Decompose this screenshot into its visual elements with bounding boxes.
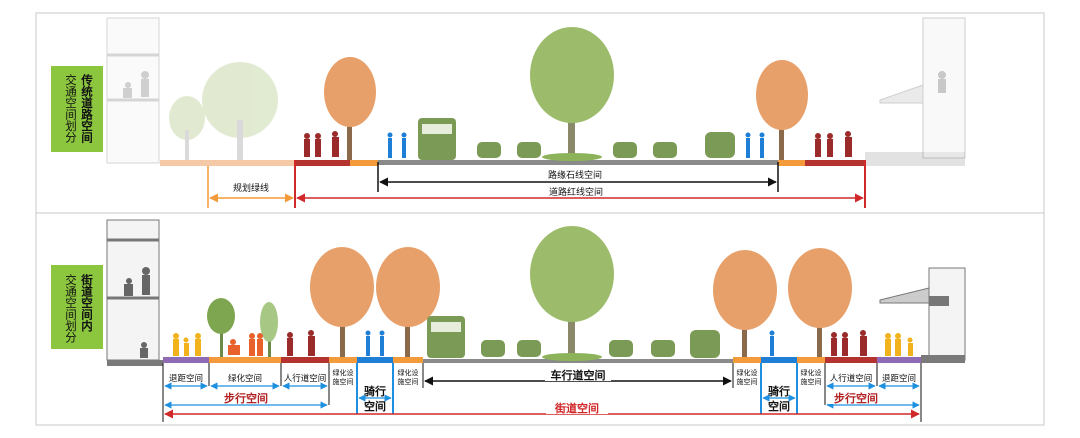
vehicles-bottom: [427, 316, 720, 358]
pedestrians-right-bottom: [831, 330, 867, 356]
tree-center-bottom: [530, 226, 614, 361]
green-strip-top: [160, 160, 295, 166]
bottom-title-box: [51, 265, 103, 349]
facility-right2-label-b: 施空间: [801, 377, 822, 386]
sidewalk-left-top: [295, 160, 350, 166]
facility-right-top: [778, 160, 805, 166]
right-building-bottom: [879, 267, 966, 361]
bottom-title-sub: 交通空间划分: [64, 273, 78, 344]
facility-left2-bottom: [393, 357, 423, 363]
sidewalk-right-top: [805, 160, 865, 166]
small-trees-left-bottom: [207, 298, 278, 357]
red-line-label: 道路红线空间: [549, 186, 603, 198]
walking-right-label: 步行空间: [834, 391, 878, 405]
left-building-bottom: [106, 219, 160, 361]
tree-right-top: [756, 60, 808, 160]
cyclists-right-top: [745, 132, 765, 158]
facility-right2-bottom: [797, 357, 825, 363]
cycling-right-label-a: 骑行: [768, 384, 790, 398]
left-building-top: [106, 17, 160, 164]
cycling-right-label-b: 空间: [768, 399, 790, 413]
road-bottom: [423, 359, 733, 363]
facility-right-label-b: 施空间: [737, 377, 758, 386]
pedestrians-left-bottom: [287, 330, 315, 356]
sidewalk-left-label: 人行道空间: [284, 373, 327, 384]
sidewalk-right-label: 人行道空间: [830, 373, 873, 384]
street-label: 街道空间: [554, 401, 599, 415]
tree-pair-right-bottom: [713, 248, 852, 357]
cyclists-left-top: [387, 132, 407, 158]
cycling-left-strip: [357, 357, 393, 363]
left-ground-bottom: [107, 360, 163, 366]
greening-left-label: 绿化空间: [228, 373, 262, 384]
tree-center-top: [530, 27, 614, 161]
right-ground-bottom: [921, 355, 965, 363]
top-title-bold: 传统道路空间: [80, 73, 94, 144]
cycling-right-strip: [761, 357, 797, 363]
panel-bottom: 街道空间内 交通空间划分: [51, 219, 966, 422]
panel-bottom-frame: [35, 212, 1045, 426]
facility-left-bottom: [329, 357, 357, 363]
people-greening-left: [228, 333, 263, 356]
cycling-left-label-b: 空间: [364, 399, 386, 413]
bottom-title-bold: 街道空间内: [80, 273, 94, 332]
walking-left-label: 步行空间: [224, 391, 268, 405]
right-ground-top: [865, 152, 965, 166]
facility-right2-label-a: 绿化设: [801, 368, 822, 377]
setback-left-label: 退距空间: [169, 373, 203, 384]
setback-left: [163, 357, 209, 363]
segment-ticks: [162, 363, 922, 422]
pedestrians-left-top: [304, 131, 339, 157]
tree-left-top: [324, 57, 376, 160]
facility-left2-label-b: 施空间: [398, 377, 419, 386]
top-title-box: [51, 66, 103, 152]
people-setback-left: [173, 333, 201, 356]
segment-arrows: [164, 382, 920, 402]
panel-top: 传统道路空间 交通空间划分: [51, 17, 966, 208]
top-title-sub: 交通空间划分: [64, 73, 78, 144]
cycling-left-label-a: 骑行: [364, 384, 386, 398]
sidewalk-left-bottom: [281, 357, 329, 363]
roadway-label: 车行道空间: [551, 368, 606, 382]
greening-left: [209, 357, 281, 363]
right-building-top: [879, 17, 966, 159]
facility-left-label-b: 施空间: [333, 377, 354, 386]
setback-right: [877, 357, 921, 363]
facility-left-top: [350, 160, 378, 166]
road-top: [378, 160, 778, 165]
facility-right-label-a: 绿化设: [737, 368, 758, 377]
tree-pair-left-bottom: [310, 247, 440, 357]
facility-left-label-a: 绿化设: [333, 368, 354, 377]
setback-right-label: 退距空间: [882, 373, 916, 384]
people-setback-right: [885, 333, 913, 356]
faded-trees-top: [169, 62, 278, 160]
facility-right-bottom: [733, 357, 761, 363]
cyclists-bottom: [365, 330, 775, 356]
pedestrians-right-top: [815, 131, 852, 157]
vehicles-top: [418, 118, 735, 160]
sidewalk-right-bottom: [825, 357, 877, 363]
facility-left2-label-a: 绿化设: [398, 368, 419, 377]
green-line-label: 规划绿线: [233, 182, 269, 194]
curb-label: 路缘石线空间: [548, 169, 602, 181]
